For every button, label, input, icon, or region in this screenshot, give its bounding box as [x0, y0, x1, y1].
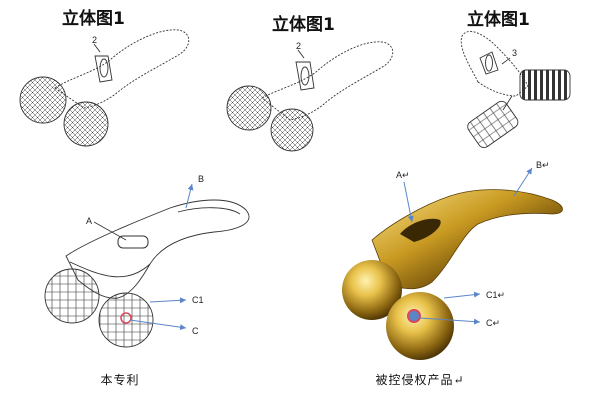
figure-3-drawing: 3 [460, 31, 571, 148]
figure-2: 立体图1 2 [226, 14, 394, 152]
patent-leader-a [93, 221, 127, 241]
product-arrow-c1 [443, 291, 481, 299]
figure-2-title: 立体图1 [272, 14, 335, 35]
svg-text:3: 3 [512, 48, 517, 58]
figure-3-title: 立体图1 [467, 9, 530, 30]
figure-2-ball-left [226, 85, 272, 131]
product-label-c: C↵ [486, 318, 500, 328]
figure-3-roller-upper [519, 69, 571, 101]
product-handle [371, 189, 563, 290]
product-ball-left [342, 260, 402, 320]
product-arrow-a [403, 181, 414, 223]
patent-label-a: A [86, 216, 92, 226]
product-c-marker [407, 309, 421, 323]
product-arrow-b [513, 167, 533, 197]
product-label-c1: C1↵ [486, 290, 505, 300]
svg-text:2: 2 [92, 35, 97, 45]
patent-arrow-c1 [149, 297, 187, 304]
patent-ball-right [98, 292, 154, 348]
figure-1-ball-left [19, 76, 67, 124]
patent-label-c1: C1 [192, 295, 204, 305]
patent-c-marker [120, 312, 132, 324]
patent-label-c: C [192, 326, 199, 336]
figure-2-drawing: 2 [226, 41, 394, 152]
figure-3-roller-lower [467, 100, 519, 148]
patent-arrow-c [129, 319, 187, 331]
figure-2-ball-right [270, 108, 314, 152]
figure-3: 立体图1 3 [460, 9, 571, 148]
product-caption: 被控侵权产品↵ [375, 372, 464, 387]
figure-1-ball-right [63, 101, 109, 147]
product-slot [400, 218, 441, 242]
product-photo: A↵ B↵ C1↵ C↵ 被控侵权产品↵ [342, 160, 563, 387]
svg-text:2: 2 [296, 41, 301, 51]
figure-1: 立体图1 2 [19, 8, 190, 147]
patent-label-b: B [198, 174, 204, 184]
figure-1-title: 立体图1 [62, 8, 125, 29]
figure-1-drawing: 2 [19, 29, 190, 147]
patent-caption: 本专利 [100, 372, 139, 387]
patent-arrow-b [185, 183, 194, 209]
patent-drawing: A B C1 C 本专利 [44, 174, 250, 387]
product-label-a: A↵ [396, 170, 410, 180]
patent-slot [117, 235, 149, 249]
product-arrow-c [419, 317, 481, 325]
product-label-b: B↵ [536, 160, 550, 170]
product-ball-right [386, 292, 454, 360]
patent-ball-left [44, 268, 100, 324]
